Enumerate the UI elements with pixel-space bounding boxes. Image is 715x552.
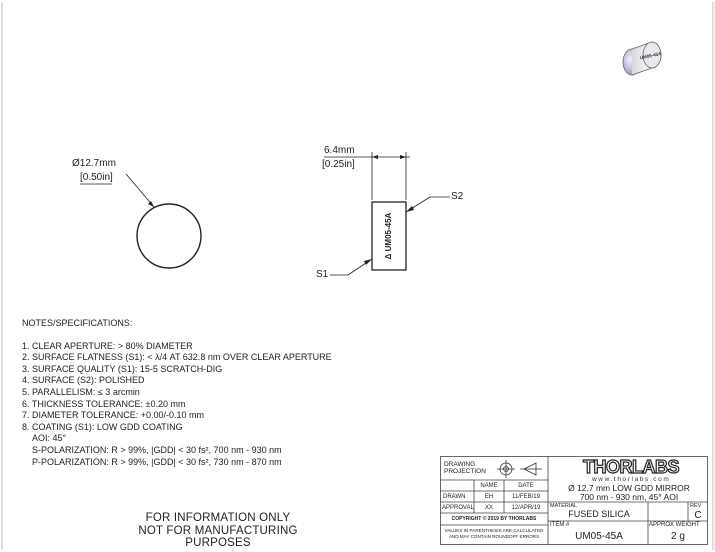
description-line-2: 700 nm - 930 nm, 45° AOI [579,492,679,502]
brand-logo: THORLABS [582,456,680,477]
copyright-text: COPYRIGHT © 2019 BY THORLABS [451,516,537,522]
row-approval-label: APPROVAL [442,505,474,511]
brand-website: www.thorlabs.com [592,476,671,483]
side-view: 6.4mm [0.25in] Δ UM05-45A S2 S1 [300,140,480,290]
note-item: 6. THICKNESS TOLERANCE: ±0.20 mm [22,398,186,409]
note-item: 1. CLEAR APERTURE: > 80% DIAMETER [22,340,193,351]
disclaimer-line-1: FOR INFORMATION ONLY [145,512,291,524]
title-block: DRAWING PROJECTION NAME DATE DRAWN EH 11… [440,456,708,545]
side-view-shape [324,152,450,276]
drawn-date: 11/FEB/19 [512,494,540,500]
title-block-grid [440,456,708,545]
note-item: 7. DIAMETER TOLERANCE: +0.00/-0.10 mm [22,410,204,421]
item-label: ITEM # [550,522,570,528]
engraving-text: Δ UM05-45A [384,212,393,260]
notes-section: NOTES/SPECIFICATIONS: 1. CLEAR APERTURE:… [22,318,332,468]
rounding-note-1: VALUES IN PARENTHESIS ARE CALCULATED [444,528,544,533]
note-item: 2. SURFACE FLATNESS (S1): < λ/4 AT 632.8… [22,352,332,363]
material-label: MATERIAL [550,503,578,509]
drawn-name: EH [484,494,494,500]
notes-header: NOTES/SPECIFICATIONS: [22,318,133,328]
diameter-label-inches: [0.50in] [80,172,113,183]
disclaimer-line-2: NOT FOR MANUFACTURING PURPOSES [138,524,298,550]
front-view-circle [80,173,202,269]
thickness-label-inches: [0.25in] [322,159,355,170]
projection-symbol-icon [497,460,542,478]
coating-detail: P-POLARIZATION: R > 99%, |GDD| < 30 fs²,… [32,456,282,467]
mirror-3d-render: UM05-45A [622,41,662,76]
description-line-1: Ø 12.7 mm LOW GDD MIRROR [568,483,690,493]
note-item: 5. PARALLELISM: ≤ 3 arcmin [22,386,140,397]
approval-name: XX [484,505,493,511]
col-date-header: DATE [518,483,534,489]
coating-detail: S-POLARIZATION: R > 99%, |GDD| < 30 fs²,… [32,444,282,455]
weight-value: 2 g [671,531,685,542]
surface-s1-label: S1 [316,269,329,280]
svg-text:UM05-45A: UM05-45A [639,51,662,61]
disclaimer: FOR INFORMATION ONLY NOT FOR MANUFACTURI… [108,512,328,550]
approval-date: 12/APR/19 [511,505,541,511]
thickness-label: 6.4mm [324,145,355,156]
material-value: FUSED SILICA [568,509,630,519]
row-drawn-label: DRAWN [443,494,466,500]
item-value: UM05-45A [575,531,623,542]
rev-label: REV [690,503,702,509]
weight-label: APPROX WEIGHT [649,522,700,528]
note-item: 8. COATING (S1): LOW GDD COATING [22,421,183,432]
note-item: 4. SURFACE (S2): POLISHED [22,375,145,386]
coating-detail: AOI: 45° [32,433,67,444]
projection-label-2: PROJECTION [444,468,486,475]
rounding-note-2: AND MAY CONTAIN ROUNDOFF ERRORS [448,534,540,539]
diameter-label: Ø12.7mm [72,158,116,169]
col-name-header: NAME [480,483,498,489]
projection-label-1: DRAWING [444,461,476,468]
rev-value: C [694,510,702,521]
note-item: 3. SURFACE QUALITY (S1): 15-5 SCRATCH-DI… [22,363,223,374]
front-view: Ø12.7mm [0.50in] [70,150,230,290]
surface-s2-label: S2 [451,191,464,202]
